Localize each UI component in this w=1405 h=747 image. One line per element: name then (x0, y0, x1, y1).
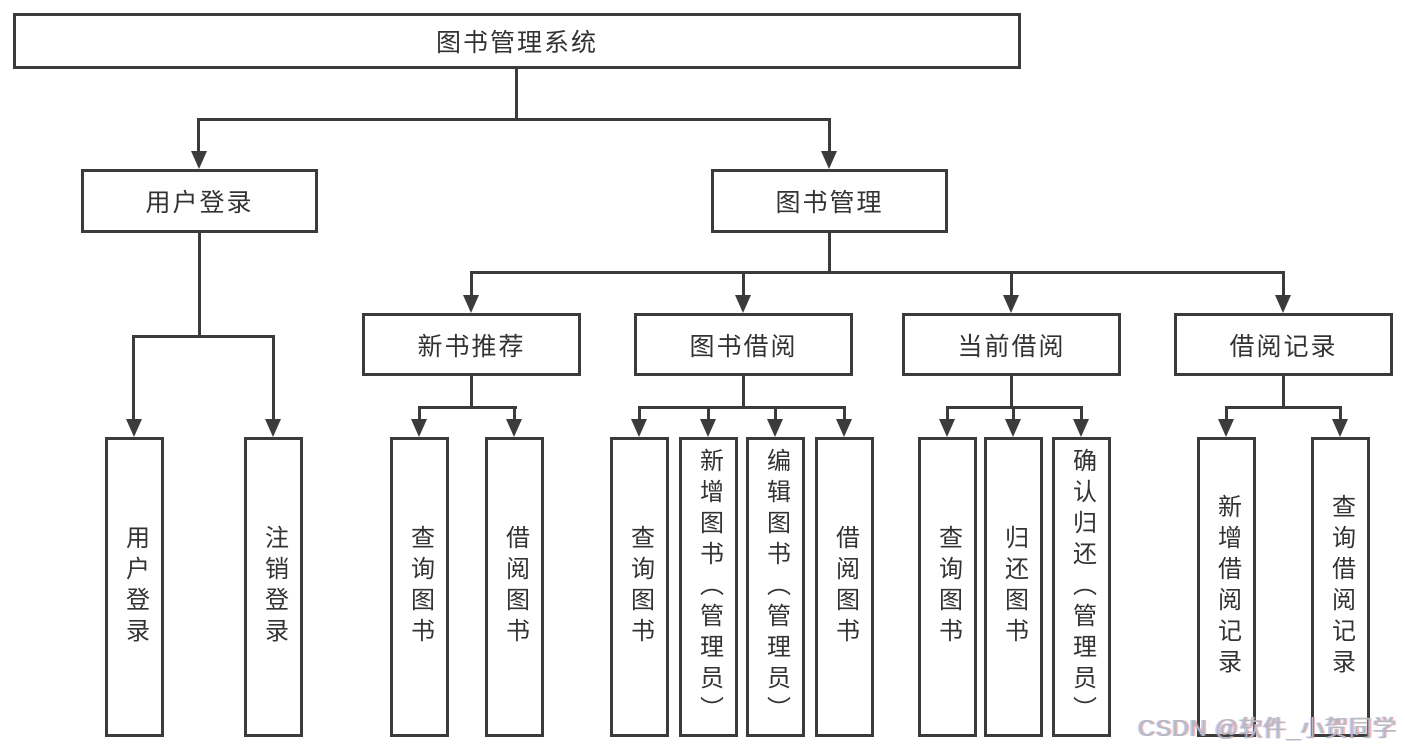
arrow-down-icon (735, 295, 751, 313)
connector-drop-level2 (470, 271, 473, 299)
leaf-borrow-edit-admin-label: 编辑图书（管理员） (762, 447, 790, 727)
connector-drop-leaf (946, 406, 949, 423)
node-book-borrow-label: 图书借阅 (689, 332, 798, 361)
arrow-down-icon (411, 419, 427, 437)
leaf-current-query-label: 查询图书 (934, 525, 962, 649)
node-root-label: 图书管理系统 (435, 29, 598, 57)
arrow-down-icon (767, 419, 783, 437)
connector-drop-leaf (272, 335, 275, 423)
leaf-newbooks-borrow-label: 借阅图书 (501, 525, 529, 649)
arrow-down-icon (631, 419, 647, 437)
node-user-login: 用户登录 (81, 169, 318, 233)
leaf-logout: 注销登录 (244, 437, 303, 737)
connector-drop-leaf (513, 406, 516, 423)
arrow-down-icon (126, 419, 142, 437)
leaf-user-login-label: 用户登录 (121, 525, 149, 649)
leaf-current-confirm-admin: 确认归还（管理员） (1052, 437, 1111, 737)
connector-drop-leaf (843, 406, 846, 423)
arrow-down-icon (1073, 419, 1089, 437)
leaf-user-login: 用户登录 (105, 437, 164, 737)
connector-newbooks-rail (418, 406, 517, 409)
leaf-borrow-borrow: 借阅图书 (815, 437, 874, 737)
connector-newbooks-stem (470, 376, 473, 409)
connector-bookborrow-stem (742, 376, 745, 409)
connector-level2-rail (470, 271, 1285, 274)
connector-userlogin-stem (198, 233, 201, 337)
leaf-borrow-query-label: 查询图书 (626, 525, 654, 649)
arrow-down-icon (191, 151, 207, 169)
node-new-book-recommend: 新书推荐 (362, 313, 581, 376)
connector-drop-leaf (132, 335, 135, 423)
arrow-down-icon (700, 419, 716, 437)
node-root: 图书管理系统 (13, 13, 1021, 69)
arrow-down-icon (463, 295, 479, 313)
connector-records-stem (1282, 376, 1285, 409)
connector-bookmgmt-stem (828, 233, 831, 274)
connector-userlogin-rail (132, 335, 275, 338)
connector-drop-leaf (774, 406, 777, 423)
leaf-borrow-query: 查询图书 (610, 437, 669, 737)
connector-root-stem (515, 67, 518, 120)
leaf-records-add: 新增借阅记录 (1197, 437, 1256, 737)
leaf-newbooks-borrow: 借阅图书 (485, 437, 544, 737)
leaf-records-add-label: 新增借阅记录 (1213, 494, 1241, 680)
connector-drop-level2 (1010, 271, 1013, 299)
connector-drop-leaf (707, 406, 710, 423)
connector-drop-book-mgmt (828, 118, 831, 155)
arrow-down-icon (1275, 295, 1291, 313)
leaf-borrow-add-admin-label: 新增图书（管理员） (695, 447, 723, 727)
node-current-borrow-label: 当前借阅 (957, 332, 1066, 361)
arrow-down-icon (1218, 419, 1234, 437)
node-user-login-label: 用户登录 (145, 189, 254, 217)
leaf-borrow-add-admin: 新增图书（管理员） (679, 437, 738, 737)
arrow-down-icon (939, 419, 955, 437)
csdn-watermark: CSDN @软件_小贺同学 (1138, 715, 1397, 741)
leaf-borrow-edit-admin: 编辑图书（管理员） (746, 437, 805, 737)
leaf-records-query-label: 查询借阅记录 (1327, 494, 1355, 680)
connector-drop-leaf (1012, 406, 1015, 423)
node-book-management-label: 图书管理 (775, 189, 884, 217)
leaf-current-query: 查询图书 (918, 437, 977, 737)
connector-records-rail (1225, 406, 1342, 409)
arrow-down-icon (265, 419, 281, 437)
arrow-down-icon (1005, 419, 1021, 437)
node-borrow-records: 借阅记录 (1174, 313, 1393, 376)
connector-drop-leaf (1080, 406, 1083, 423)
arrow-down-icon (1332, 419, 1348, 437)
node-book-management: 图书管理 (711, 169, 948, 233)
arrow-down-icon (836, 419, 852, 437)
connector-drop-leaf (418, 406, 421, 423)
arrow-down-icon (1003, 295, 1019, 313)
connector-drop-leaf (638, 406, 641, 423)
leaf-current-return: 归还图书 (984, 437, 1043, 737)
connector-drop-user-login (197, 118, 200, 155)
node-borrow-records-label: 借阅记录 (1229, 332, 1338, 361)
connector-drop-level2 (1282, 271, 1285, 299)
connector-drop-leaf (1225, 406, 1228, 423)
leaf-current-confirm-admin-label: 确认归还（管理员） (1068, 447, 1096, 727)
leaf-current-return-label: 归还图书 (1000, 525, 1028, 649)
leaf-records-query: 查询借阅记录 (1311, 437, 1370, 737)
node-current-borrow: 当前借阅 (902, 313, 1121, 376)
leaf-logout-label: 注销登录 (260, 525, 288, 649)
connector-currentborrow-stem (1010, 376, 1013, 409)
connector-bookborrow-rail (638, 406, 846, 409)
connector-level1-rail (197, 118, 831, 121)
leaf-newbooks-query-label: 查询图书 (406, 525, 434, 649)
node-book-borrow: 图书借阅 (634, 313, 853, 376)
arrow-down-icon (506, 419, 522, 437)
connector-drop-leaf (1339, 406, 1342, 423)
leaf-newbooks-query: 查询图书 (390, 437, 449, 737)
leaf-borrow-borrow-label: 借阅图书 (831, 525, 859, 649)
connector-drop-level2 (742, 271, 745, 299)
arrow-down-icon (821, 151, 837, 169)
node-new-book-recommend-label: 新书推荐 (417, 332, 526, 361)
